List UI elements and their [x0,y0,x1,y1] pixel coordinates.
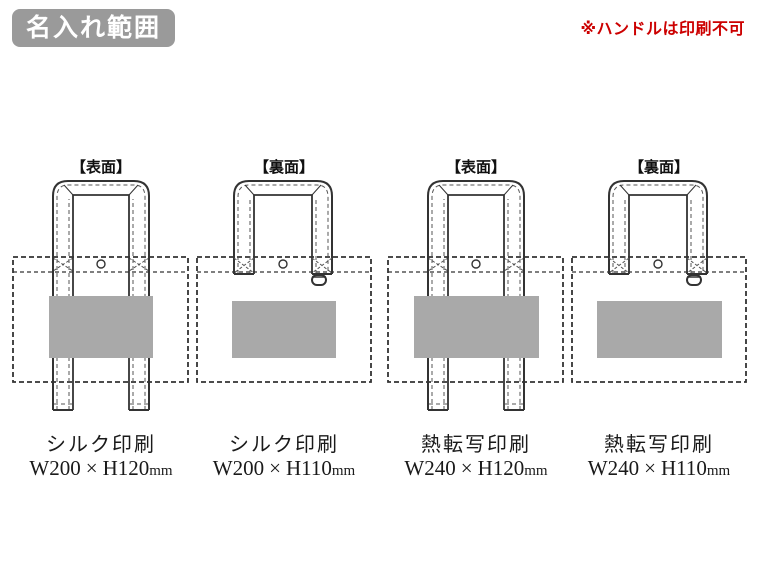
print-method-label: シルク印刷 [229,434,339,456]
times-sign: × [85,456,98,480]
bag-front-diagram [12,180,189,411]
print-width: W240 [587,456,640,480]
print-method-label: シルク印刷 [46,434,156,456]
d-ring-icon [311,274,327,286]
handle-warning-note: ※ハンドルは印刷不可 [580,21,745,38]
print-height: H120 [102,456,150,480]
print-size-label: W200×H120mm [1,456,201,481]
strap-cross-stitch [52,257,150,272]
print-width: W200 [29,456,81,480]
print-height: H110 [660,456,707,480]
strap-cross-stitch [427,257,525,272]
handle-stitch-inner [624,199,692,274]
strap-cross-stitch [608,257,708,274]
print-area [232,301,336,358]
section-badge: 名入れ範囲 [12,9,176,47]
handle-stitch-outer [431,184,521,410]
snap-button-icon [278,259,288,269]
print-size-label: W200×H110mm [184,456,384,481]
times-sign: × [460,456,473,480]
print-area [414,296,539,358]
bag-back-diagram [196,180,372,383]
print-size-label: W240×H110mm [559,456,759,481]
bag-side-label: 【表面】 [445,159,506,176]
print-unit: mm [706,463,731,479]
print-area [49,296,153,358]
bag-front-diagram [387,180,564,411]
bag-body-outline [12,256,189,383]
bag-body-outline [387,256,564,383]
bag-front-diagram [1,178,201,418]
snap-button-icon [653,259,663,269]
bag-figure-front-thermal: 【表面】 熱転写印刷 W240×H120mm [376,156,576,496]
print-method-label: 熱転写印刷 [604,434,714,456]
handle-stitch-outer [56,184,146,410]
print-unit: mm [149,463,173,479]
print-method-label: 熱転写印刷 [421,434,531,456]
handle-inner-outline [253,194,313,274]
handle-fold-lines [438,184,514,196]
print-unit: mm [524,463,548,479]
bag-front-diagram [376,178,576,418]
print-height: H120 [477,456,525,480]
bag-body-outline [196,256,372,383]
print-unit: mm [331,463,356,479]
bag-back-diagram [571,180,747,383]
print-width: W240 [404,456,456,480]
handle-inner-outline [628,194,688,274]
snap-button-icon [471,259,481,269]
bag-back-diagram [559,178,759,418]
print-area [597,301,722,358]
handle-fold-lines [63,184,139,196]
bag-side-label: 【裏面】 [253,159,314,176]
bag-figure-front-silk: 【表面】 シルク印刷 W200×H120mm [1,156,201,496]
strap-cross-stitch [233,257,333,274]
print-height: H110 [285,456,332,480]
bag-body-outline [571,256,747,383]
bag-side-label: 【裏面】 [628,159,689,176]
handle-outer-outline [427,180,525,410]
print-size-label: W240×H120mm [376,456,576,481]
print-width: W200 [212,456,265,480]
bag-side-label: 【表面】 [70,159,131,176]
bag-figure-back-silk: 【裏面】 シルク印刷 W200×H110mm [184,156,384,496]
handle-stitch-inner [249,199,317,274]
times-sign: × [269,456,281,480]
d-ring-icon [686,274,702,286]
bag-figure-back-thermal: 【裏面】 熱転写印刷 W240×H110mm [559,156,759,496]
handle-outer-outline [608,180,708,274]
handle-stitch-outer [237,184,329,274]
snap-button-icon [96,259,106,269]
handle-stitch-outer [612,184,704,274]
handle-fold-lines [244,184,322,196]
handle-fold-lines [619,184,697,196]
handle-outer-outline [52,180,150,410]
bag-back-diagram [184,178,384,418]
handle-outer-outline [233,180,333,274]
times-sign: × [644,456,656,480]
